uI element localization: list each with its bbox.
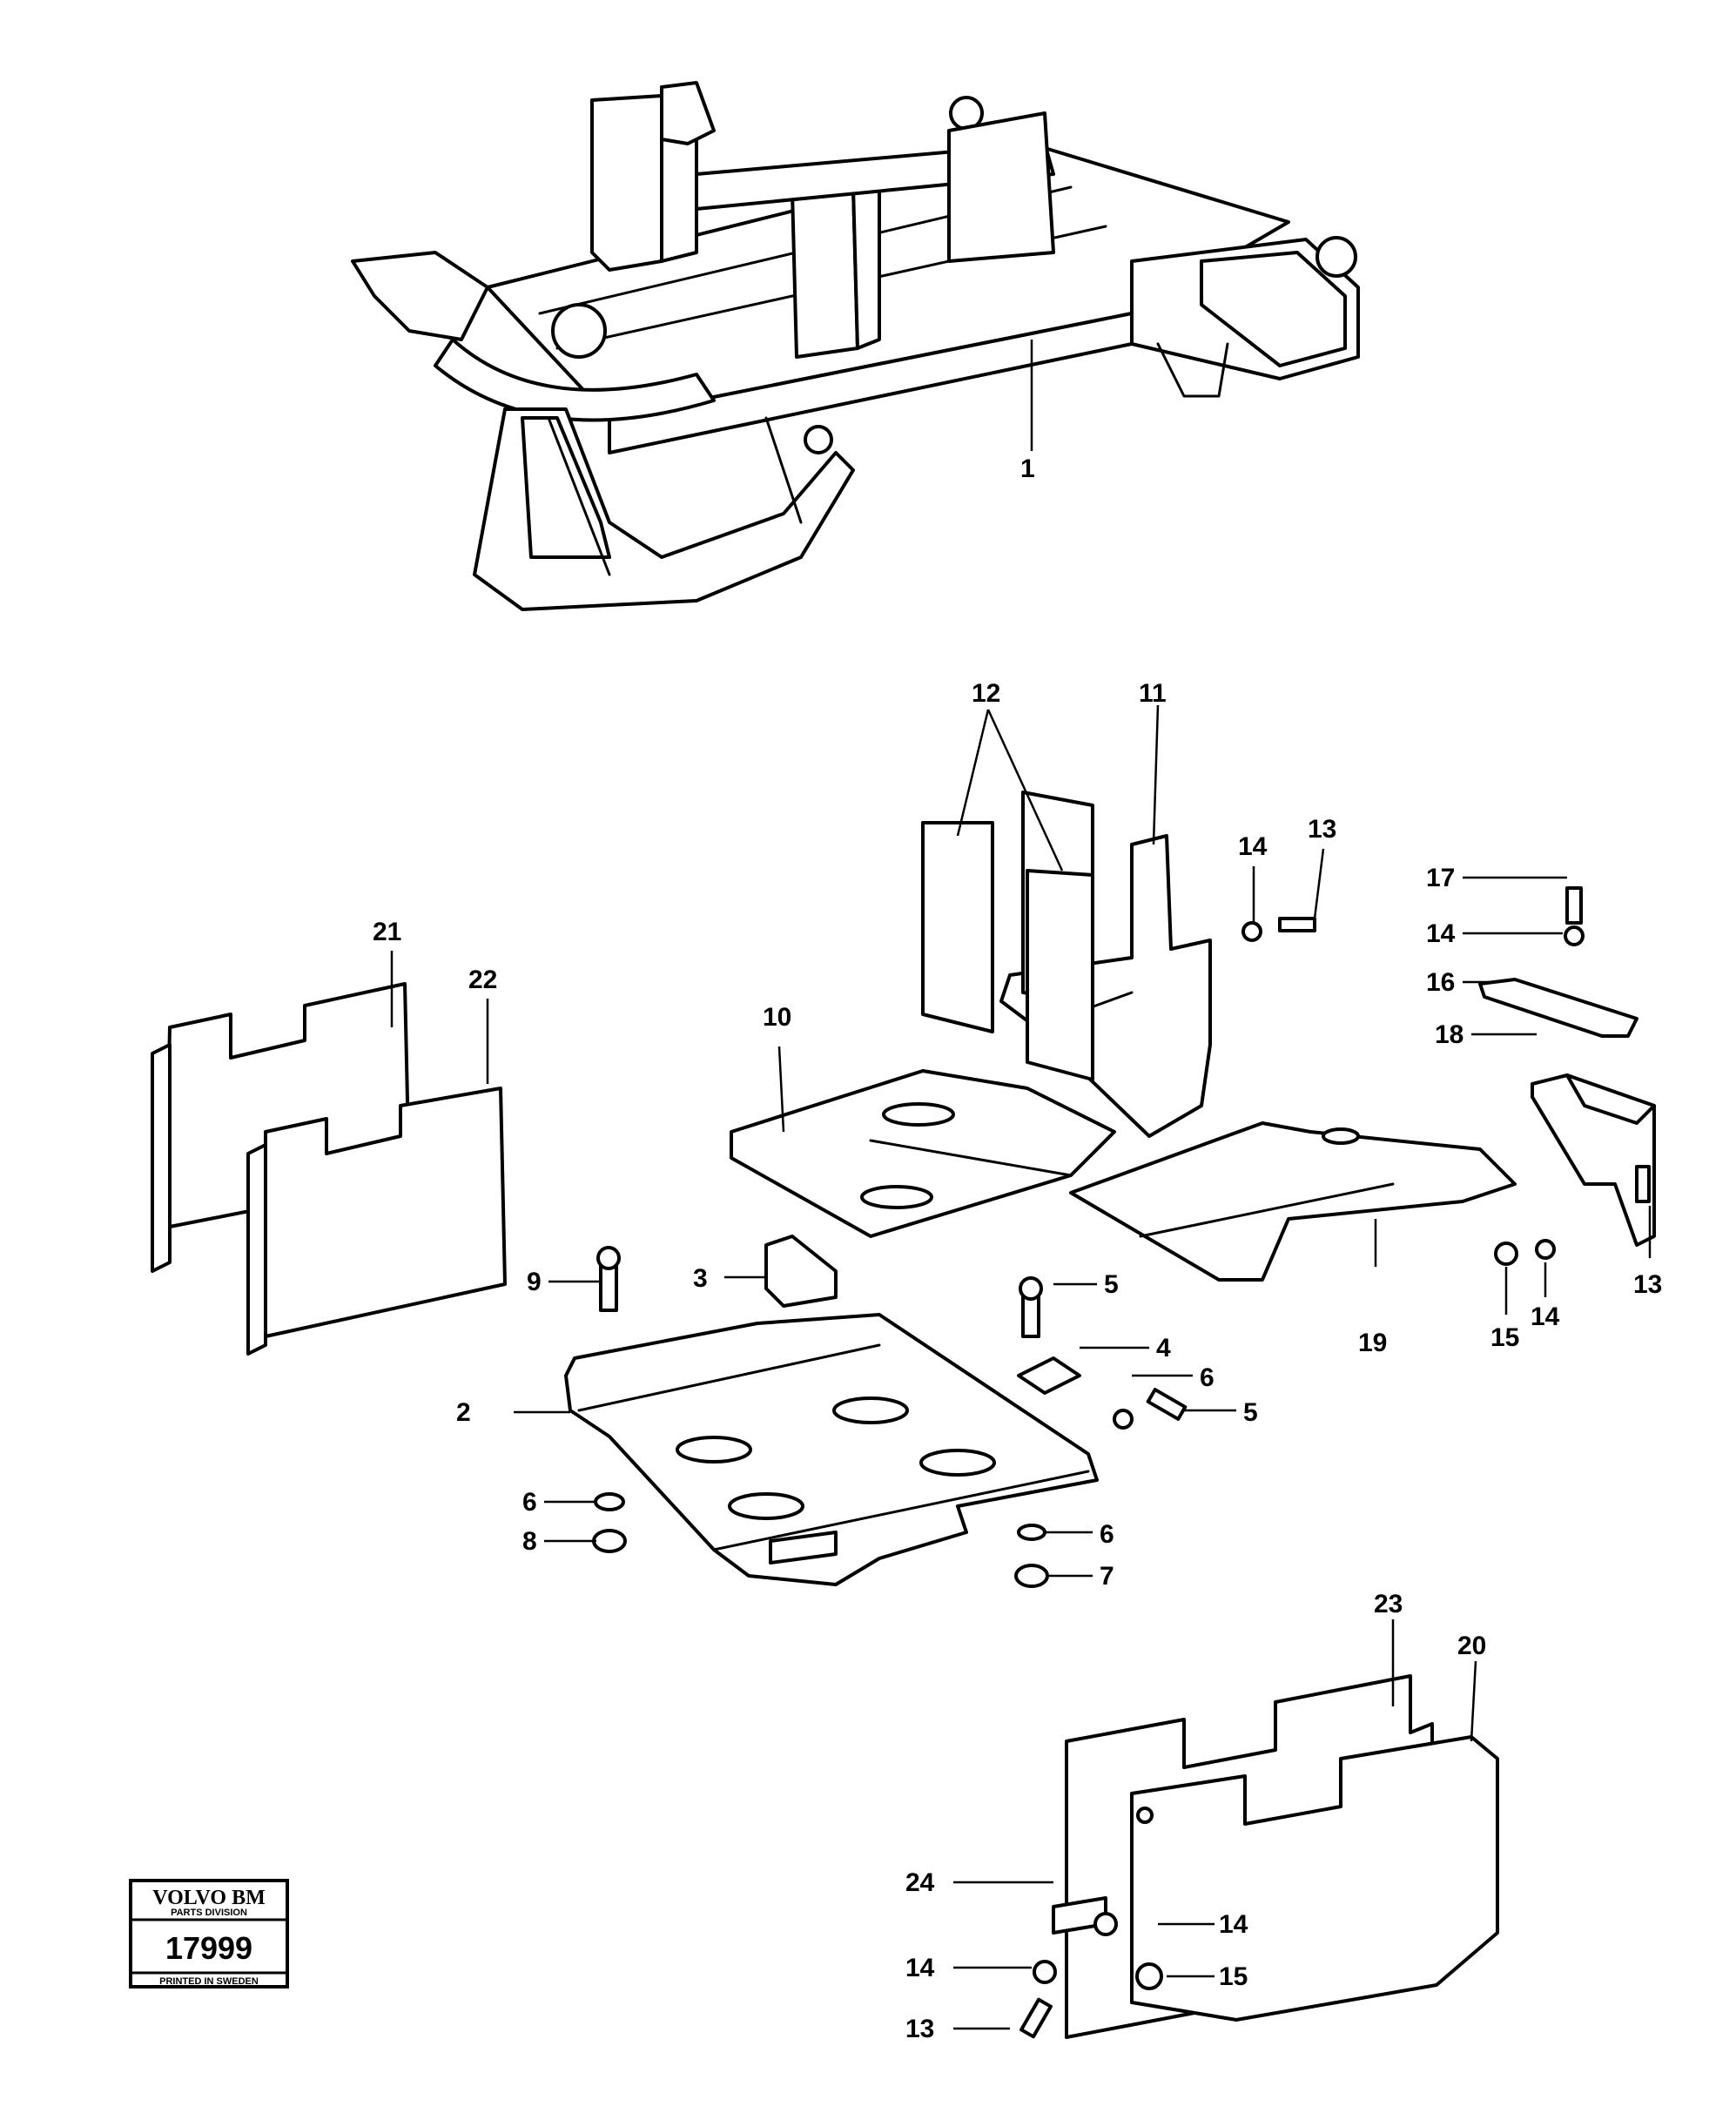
stamp-printed: PRINTED IN SWEDEN [159, 1976, 259, 1987]
callout-5: 5 [1243, 1398, 1258, 1427]
part-22-side-panel [246, 1087, 507, 1356]
callout-1: 1 [1020, 454, 1035, 483]
callout-22: 22 [468, 966, 497, 994]
callout-13: 13 [1633, 1270, 1662, 1299]
callout-4: 4 [1156, 1334, 1171, 1363]
callout-17: 17 [1426, 864, 1455, 892]
callout-8: 8 [522, 1527, 537, 1556]
callout-21: 21 [373, 918, 401, 946]
parts-stamp: VOLVO BM PARTS DIVISION 17999 PRINTED IN… [129, 1879, 289, 1989]
callout-6: 6 [1100, 1520, 1114, 1549]
callout-3: 3 [693, 1264, 708, 1293]
part-20-cover-panel [1130, 1735, 1499, 2022]
callout-12: 12 [972, 679, 1000, 708]
leader-lines [390, 340, 1652, 2030]
callout-18: 18 [1435, 1020, 1463, 1049]
part-10-floor-plate [730, 1069, 1116, 1238]
callout-9: 9 [527, 1268, 542, 1296]
callout-23: 23 [1374, 1590, 1403, 1618]
part-16-strap [1478, 978, 1638, 1038]
part-12-strips [921, 791, 1094, 1081]
callout-6: 6 [1200, 1363, 1215, 1392]
callout-7: 7 [1100, 1562, 1114, 1591]
callout-13: 13 [1308, 815, 1336, 844]
callout-5: 5 [1104, 1270, 1119, 1299]
callout-14: 14 [905, 1954, 935, 1982]
callout-16: 16 [1426, 968, 1455, 997]
callout-15: 15 [1219, 1962, 1248, 1991]
part-18-bracket [1531, 1073, 1656, 1247]
callout-6: 6 [522, 1488, 537, 1517]
callout-2: 2 [456, 1398, 471, 1427]
callout-14: 14 [1238, 832, 1268, 861]
callout-14: 14 [1426, 919, 1456, 948]
callout-24: 24 [905, 1868, 935, 1897]
callout-14: 14 [1219, 1910, 1248, 1939]
fasteners [592, 886, 1651, 2039]
callout-15: 15 [1490, 1323, 1519, 1352]
callout-13: 13 [905, 2015, 934, 2043]
callout-19: 19 [1358, 1329, 1387, 1357]
stamp-brand: VOLVO BM [152, 1887, 266, 1909]
callout-10: 10 [763, 1003, 791, 1032]
part-19-floor-plate [1069, 1121, 1517, 1282]
stamp-division: PARTS DIVISION [171, 1908, 247, 1918]
stamp-number: 17999 [165, 1930, 252, 1966]
part-2-bottom-plate [564, 1313, 1099, 1586]
callout-20: 20 [1457, 1632, 1486, 1660]
part-4-bracket [1017, 1356, 1081, 1395]
callout-14: 14 [1531, 1302, 1560, 1331]
callout-11: 11 [1139, 679, 1167, 708]
part-1-main-frame [351, 81, 1360, 611]
callout-labels: 1 12 11 14 13 17 14 16 18 10 21 22 3 9 5… [373, 454, 1662, 2043]
part-3-bracket [764, 1235, 838, 1308]
